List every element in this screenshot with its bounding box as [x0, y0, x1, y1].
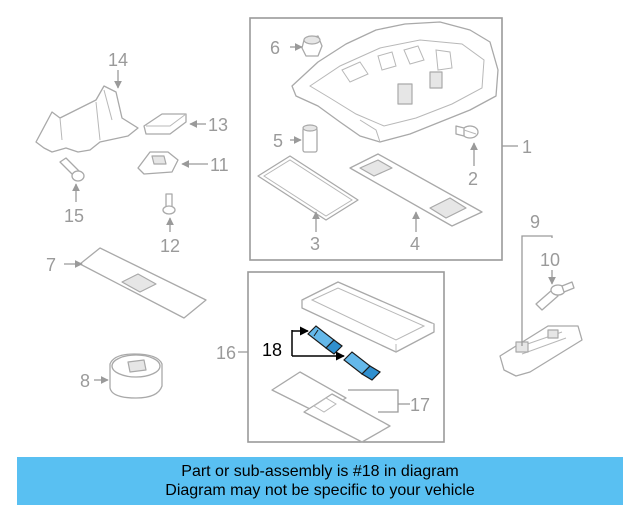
callout-14: 14: [108, 50, 128, 70]
callout-8: 8: [80, 371, 90, 391]
info-banner: Part or sub-assembly is #18 in diagram D…: [17, 457, 623, 505]
callout-5: 5: [273, 131, 283, 151]
part-13-bracket[interactable]: [143, 113, 187, 135]
callout-3: 3: [310, 234, 320, 254]
callout-7: 7: [46, 255, 56, 275]
part-8-bulb-socket[interactable]: [109, 353, 163, 399]
part-18-bulb-lower[interactable]: [343, 351, 381, 381]
part-4-pad[interactable]: [349, 153, 483, 227]
part-2-screw[interactable]: [455, 125, 479, 139]
callout-15: 15: [64, 206, 84, 226]
callout-1: 1: [522, 137, 532, 157]
part-11-bracket[interactable]: [137, 151, 179, 175]
part-16-lens[interactable]: [301, 281, 435, 353]
callout-4: 4: [410, 234, 420, 254]
callout-13: 13: [208, 115, 228, 135]
part-18-bulb-upper[interactable]: [307, 325, 343, 355]
callout-11: 11: [210, 155, 229, 175]
part-17-pad[interactable]: [271, 371, 391, 443]
callout-18[interactable]: 18: [262, 340, 282, 360]
callout-6: 6: [270, 38, 280, 58]
callout-12: 12: [160, 236, 180, 256]
callout-16: 16: [216, 343, 236, 363]
part-10-bulb[interactable]: [535, 281, 575, 311]
part-14-bracket[interactable]: [35, 85, 139, 153]
banner-line-1: Part or sub-assembly is #18 in diagram: [181, 463, 459, 480]
part-1-console-housing[interactable]: [291, 21, 499, 143]
callout-10: 10: [540, 250, 560, 270]
callout-9: 9: [530, 212, 540, 232]
callout-17: 17: [410, 395, 430, 415]
part-6-clip[interactable]: [301, 35, 323, 57]
callout-2: 2: [468, 169, 478, 189]
part-9-lamp-assembly[interactable]: [499, 325, 583, 377]
console-assembly-box: [249, 17, 503, 261]
part-3-pad[interactable]: [257, 155, 359, 221]
part-7-pad[interactable]: [79, 247, 207, 319]
part-12-bolt[interactable]: [162, 193, 176, 215]
part-5-switch[interactable]: [302, 124, 318, 153]
banner-line-2: Diagram may not be specific to your vehi…: [165, 482, 475, 499]
part-15-bolt[interactable]: [59, 157, 85, 182]
lens-assembly-box: [247, 271, 445, 443]
